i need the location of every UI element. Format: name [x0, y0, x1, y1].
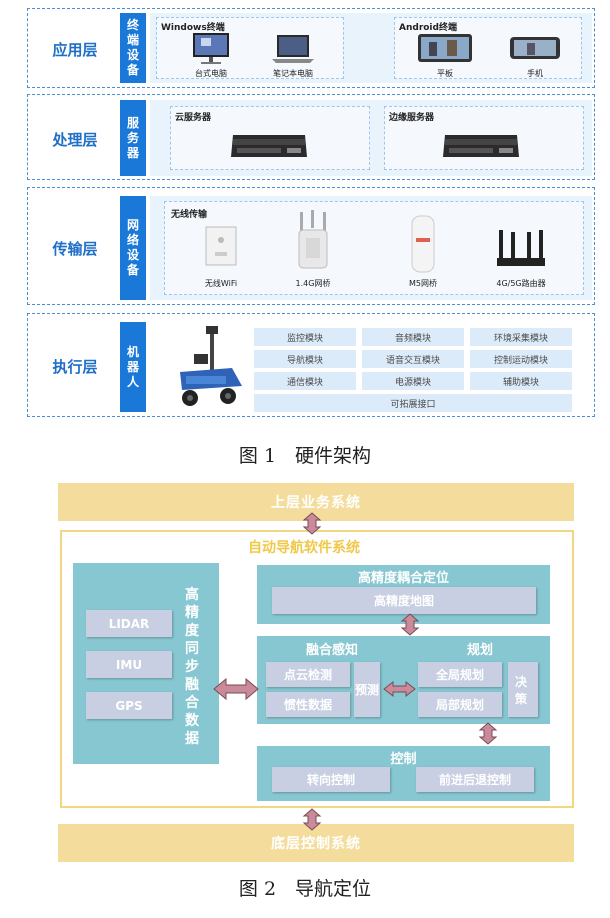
device-caption: 无线WiFi [204, 279, 238, 288]
device-caption: 1.4G网桥 [295, 279, 331, 288]
group-title: Android终端 [399, 23, 457, 33]
device-caption: 4G/5G路由器 [496, 279, 546, 288]
layer-transmission: 传输层 网络设备 无线传输 无线WiFi 1.4G网桥 M5网桥 [27, 187, 595, 305]
hp-map-box: 高精度地图 [272, 587, 536, 614]
rack-server-icon [441, 131, 521, 161]
hp-positioning-title: 高精度耦合定位 [357, 571, 449, 586]
bottom-system-bar: 底层控制系统 [58, 824, 574, 862]
category-label: 机器人 [120, 322, 146, 412]
phone-icon [509, 34, 561, 62]
device-caption: 手机 [527, 69, 543, 78]
rack-server-icon [229, 131, 309, 161]
category-label: 网络设备 [120, 196, 146, 300]
layer-processing: 处理层 服务器 云服务器 边缘服务器 [27, 94, 595, 180]
local-planning-box: 局部规划 [418, 692, 502, 717]
router-icon [493, 228, 549, 268]
sync-fusion-label: 高精度同步融合数据 [185, 587, 199, 747]
point-cloud-box: 点云检测 [266, 662, 350, 687]
layer-application: 应用层 终端设备 Windows终端 台式电脑 笔记本电脑 Android终端 [27, 8, 595, 88]
top-system-bar: 上层业务系统 [58, 483, 574, 521]
decision-box: 决策 [508, 662, 538, 717]
layer-panel: 云服务器 边缘服务器 [150, 100, 592, 176]
cloud-server-group: 云服务器 [170, 106, 370, 170]
forward-backward-control-box: 前进后退控制 [416, 767, 534, 792]
layer-panel: 无线传输 无线WiFi 1.4G网桥 M5网桥 4G/5G路由器 [150, 196, 592, 300]
sensor-box-lidar: LIDAR [86, 610, 172, 637]
layer-panel: Windows终端 台式电脑 笔记本电脑 Android终端 平板 [150, 13, 592, 83]
figure-caption: 图 2 导航定位 [238, 878, 372, 900]
robot-icon [172, 324, 248, 412]
category-label: 服务器 [120, 100, 146, 176]
arrow-hp-to-fusion [400, 613, 420, 636]
device-caption: 台式电脑 [195, 69, 227, 78]
prediction-box: 预测 [354, 662, 380, 717]
module-chip: 语音交互模块 [362, 350, 464, 368]
hardware-architecture-figure: 应用层 终端设备 Windows终端 台式电脑 笔记本电脑 Android终端 [27, 8, 595, 467]
arrow-planning-to-control [478, 722, 498, 745]
software-system-frame [60, 530, 574, 808]
inertial-data-box: 惯性数据 [266, 692, 350, 717]
windows-group: Windows终端 台式电脑 笔记本电脑 [156, 17, 344, 79]
arrow-predict-to-planning [383, 680, 416, 698]
sensor-box-imu: IMU [86, 651, 172, 678]
android-group: Android终端 平板 手机 [394, 17, 582, 79]
group-title: 云服务器 [175, 113, 212, 123]
module-chip: 监控模块 [254, 328, 356, 346]
device-caption: 平板 [437, 69, 453, 78]
interface-chip: 可拓展接口 [254, 394, 572, 412]
module-chip: 环境采集模块 [470, 328, 572, 346]
m5-bridge-icon [409, 214, 437, 274]
layer-name: 处理层 [52, 131, 98, 149]
edge-server-group: 边缘服务器 [384, 106, 584, 170]
steering-control-box: 转向控制 [272, 767, 390, 792]
desktop-computer-icon [187, 32, 235, 66]
fusion-title: 融合感知 [305, 643, 358, 658]
layer-execution: 执行层 机器人 监控模块 音频模块 环境采集模块 导航模块 语音交互模块 控制运… [27, 313, 595, 417]
frame-title: 自动导航软件系统 [248, 540, 360, 556]
tablet-icon [417, 32, 473, 64]
wifi-panel-icon [203, 224, 239, 268]
arrow-sensor-to-fusion [213, 677, 259, 701]
module-chip: 辅助模块 [470, 372, 572, 390]
planning-title: 规划 [466, 643, 493, 658]
device-caption: M5网桥 [409, 279, 437, 288]
module-chip: 通信模块 [254, 372, 356, 390]
arrow-frame-to-bottom-bar [302, 808, 322, 831]
group-title: Windows终端 [161, 23, 225, 33]
category-label: 终端设备 [120, 13, 146, 83]
wireless-group: 无线传输 无线WiFi 1.4G网桥 M5网桥 4G/5G路由器 [164, 201, 584, 295]
global-planning-box: 全局规划 [418, 662, 502, 687]
figure-caption: 图 1 硬件架构 [238, 445, 372, 467]
group-title: 无线传输 [171, 210, 208, 220]
sensor-box-gps: GPS [86, 692, 172, 719]
navigation-figure: 上层业务系统 底层控制系统 自动导航软件系统 LIDAR IMU GPS 高精度… [0, 470, 610, 918]
module-chip: 音频模块 [362, 328, 464, 346]
layer-name: 应用层 [52, 41, 98, 59]
arrow-top-bar-to-frame [302, 512, 322, 535]
control-title: 控制 [390, 752, 417, 767]
module-chip: 导航模块 [254, 350, 356, 368]
module-chip: 电源模块 [362, 372, 464, 390]
layer-name: 执行层 [52, 358, 98, 376]
group-title: 边缘服务器 [389, 113, 435, 123]
bridge-antenna-icon [291, 210, 335, 276]
module-chip: 控制运动模块 [470, 350, 572, 368]
connector-arrows [213, 512, 498, 831]
layer-name: 传输层 [52, 240, 98, 258]
device-caption: 笔记本电脑 [273, 69, 313, 78]
laptop-icon [269, 32, 317, 66]
